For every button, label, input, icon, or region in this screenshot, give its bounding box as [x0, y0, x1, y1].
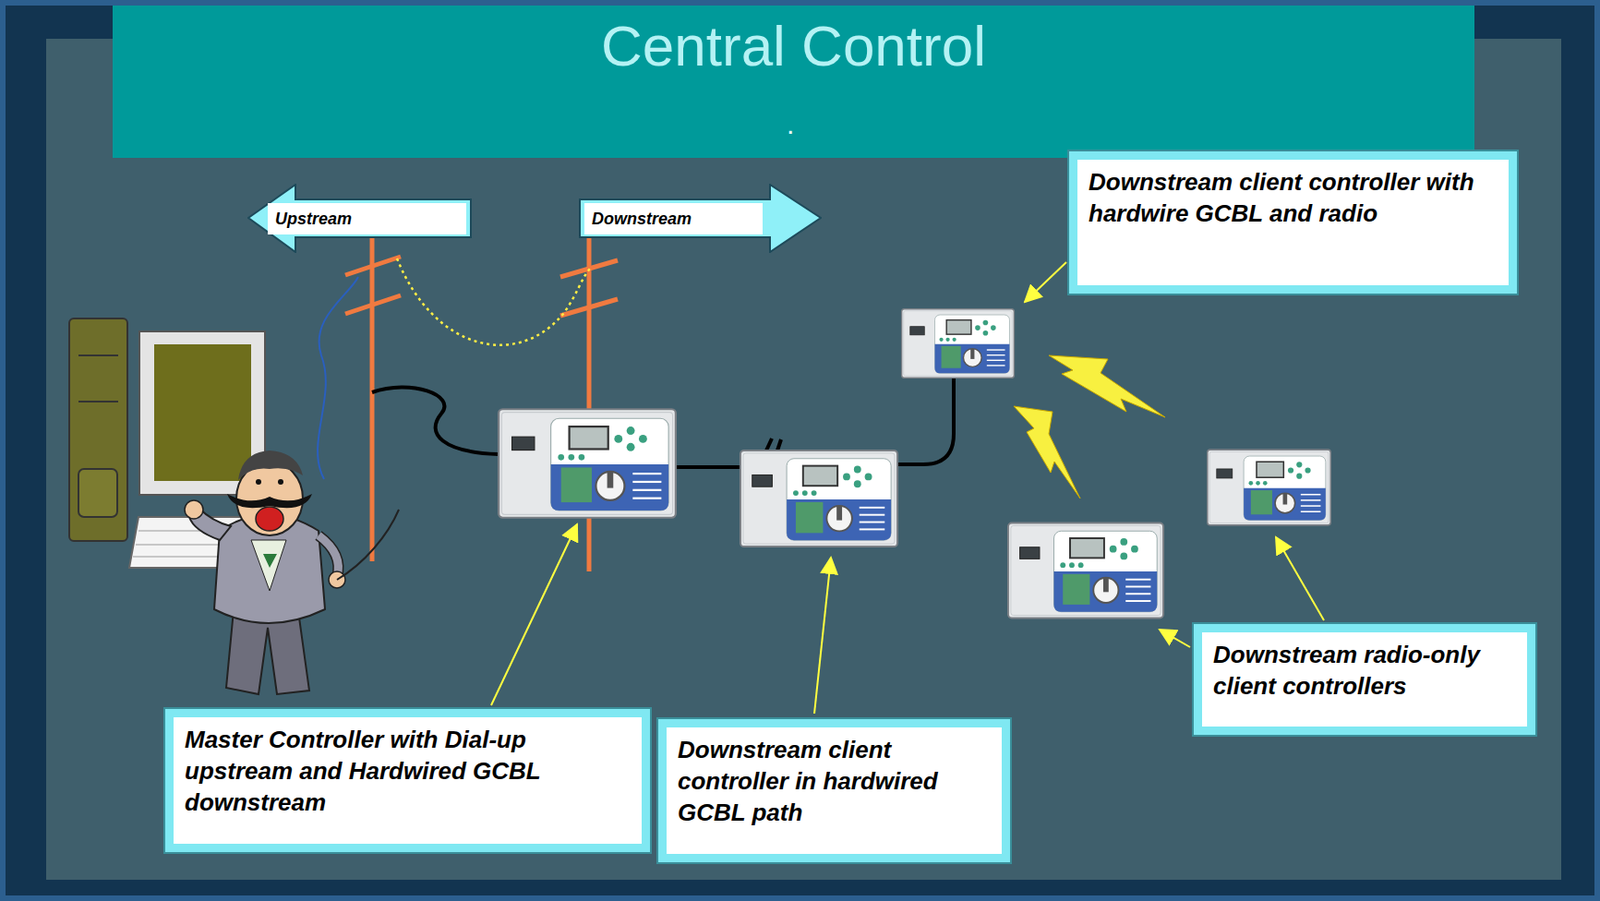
phone-wire	[396, 258, 591, 346]
radio-client-controller	[902, 309, 1015, 379]
downstream-arrow: Downstream	[578, 183, 822, 253]
radio-lightning	[1048, 355, 1166, 418]
banner-dot: .	[786, 108, 794, 141]
background-panel	[46, 38, 1562, 880]
dark-frame	[5, 5, 1595, 896]
telephone-poles	[345, 236, 618, 572]
upstream-arrow: Upstream	[247, 183, 472, 253]
callout-box: Master Controller with Dial-up upstream …	[165, 709, 650, 853]
radio-only-controller	[1207, 449, 1331, 526]
cartoon-man	[184, 450, 399, 695]
callout-text: Downstream client controller with hardwi…	[1088, 167, 1498, 230]
client-controller	[740, 450, 898, 547]
arrow-shape	[248, 184, 471, 253]
callout-box: Downstream client controller with hardwi…	[1069, 151, 1517, 294]
master-controller	[498, 409, 676, 518]
callout-text: Downstream radio-only client controllers	[1213, 639, 1516, 703]
radio-only-controller	[1008, 523, 1164, 619]
callout-text: Master Controller with Dial-up upstream …	[184, 724, 631, 819]
radio-lightning	[1013, 406, 1081, 499]
callout-box: Downstream radio-only client controllers	[1193, 624, 1536, 735]
phone-line	[317, 276, 359, 480]
callout-box: Downstream client controller in hardwire…	[658, 719, 1011, 863]
page-title: Central Control	[112, 12, 1475, 79]
callout-text: Downstream client controller in hardwire…	[677, 734, 991, 829]
arrow-label: Upstream	[267, 203, 467, 235]
arrow-shape	[579, 184, 821, 253]
arrow-label: Downstream	[584, 203, 763, 235]
title-banner	[112, 5, 1475, 158]
